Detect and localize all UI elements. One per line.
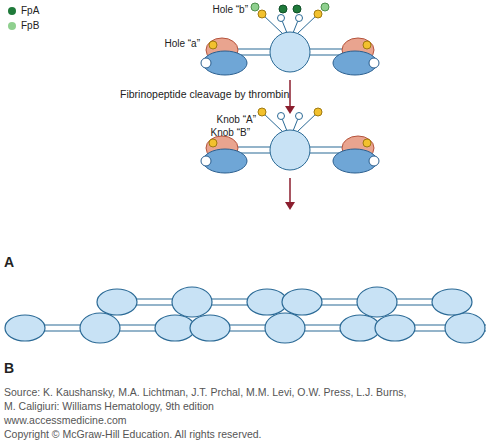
e-domain: [265, 313, 305, 343]
knob-label: Knob “B”: [211, 127, 250, 139]
d-domain: [5, 315, 45, 341]
hole-label: Hole “a”: [164, 38, 200, 50]
legend-swatch: [8, 22, 16, 30]
hole-label: Hole “b”: [212, 4, 248, 16]
d-domain: [340, 315, 380, 341]
knob-label: Knob “A”: [217, 114, 256, 126]
e-domain: [80, 313, 120, 343]
d-domain: [190, 315, 230, 341]
reaction-arrow: [289, 178, 291, 204]
legend-item: FpB: [8, 20, 39, 31]
fpa-peptide: [279, 5, 287, 13]
d-domain: [97, 289, 137, 315]
source-line: Copyright © McGraw-Hill Education. All r…: [4, 428, 262, 441]
legend-text: FpB: [21, 20, 39, 31]
reaction-arrow: [289, 80, 291, 108]
source-line: M. Caligiuri: Williams Hematology, 9th e…: [4, 400, 214, 413]
arrow-head: [285, 106, 295, 114]
d-domain: [247, 289, 287, 315]
source-line: Source: K. Kaushansky, M.A. Lichtman, J.…: [4, 386, 406, 399]
panel-letter: B: [4, 360, 14, 377]
d-domain: [282, 289, 322, 315]
e-domain: [445, 313, 485, 343]
legend-swatch: [8, 7, 16, 15]
d-domain: [375, 315, 415, 341]
d-domain: [432, 289, 472, 315]
fibrinogen: [201, 10, 379, 75]
fpb-peptide: [321, 3, 329, 11]
source-line: www.accessmedicine.com: [4, 414, 127, 427]
fpa-peptide: [293, 5, 301, 13]
fibrin-monomer: [201, 108, 379, 173]
panel-letter: A: [4, 254, 14, 271]
arrow-head: [285, 202, 295, 210]
reaction-label: Fibrinopeptide cleavage by thrombin: [120, 88, 289, 101]
d-domain: [155, 315, 195, 341]
legend-text: FpA: [21, 5, 39, 16]
fpb-peptide: [251, 3, 259, 11]
nodules: [5, 287, 485, 343]
e-domain: [357, 287, 397, 317]
legend-item: FpA: [8, 5, 39, 16]
e-domain: [172, 287, 212, 317]
